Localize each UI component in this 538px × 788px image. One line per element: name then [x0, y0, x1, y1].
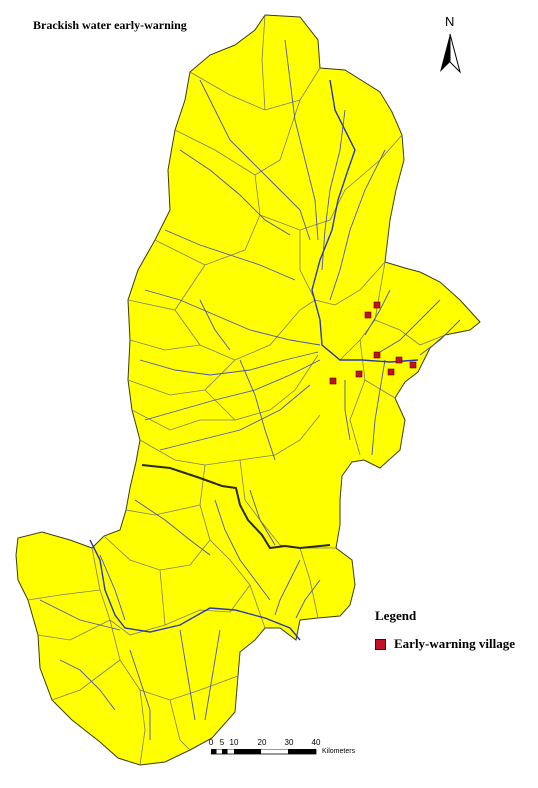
map-title: Brackish water early-warning: [33, 18, 187, 32]
scale-tick: 40: [311, 738, 321, 747]
north-arrow: N: [436, 14, 466, 78]
scale-bar: 0 5 10 20 30 40 Kilometers: [205, 738, 375, 760]
streams: [39, 39, 461, 740]
north-arrow-icon: [440, 33, 461, 74]
scale-unit: Kilometers: [322, 748, 356, 755]
village-marker: [409, 361, 417, 369]
legend-label: Early-warning village: [394, 636, 515, 651]
village-marker: [373, 301, 381, 309]
main-rivers: [89, 79, 419, 641]
village-marker: [387, 368, 395, 376]
catchment-area: [15, 14, 481, 766]
village-marker: [355, 370, 363, 378]
village-marker: [329, 377, 337, 385]
scale-tick: 20: [257, 738, 267, 747]
village-marker: [395, 356, 403, 364]
scale-tick: 10: [229, 738, 239, 747]
scale-tick: 5: [219, 738, 225, 747]
legend-item: Early-warning village: [375, 636, 515, 652]
village-marker: [364, 311, 372, 319]
legend-title: Legend: [375, 608, 417, 623]
scale-tick: 30: [284, 738, 294, 747]
village-marker: [373, 351, 381, 359]
scale-tick: 0: [208, 738, 214, 747]
early-warning-villages: [329, 301, 417, 385]
scale-bar-graphic: [211, 749, 317, 755]
north-letter: N: [445, 14, 455, 29]
admin-boundary: [141, 464, 331, 550]
legend-swatch: [375, 638, 386, 650]
